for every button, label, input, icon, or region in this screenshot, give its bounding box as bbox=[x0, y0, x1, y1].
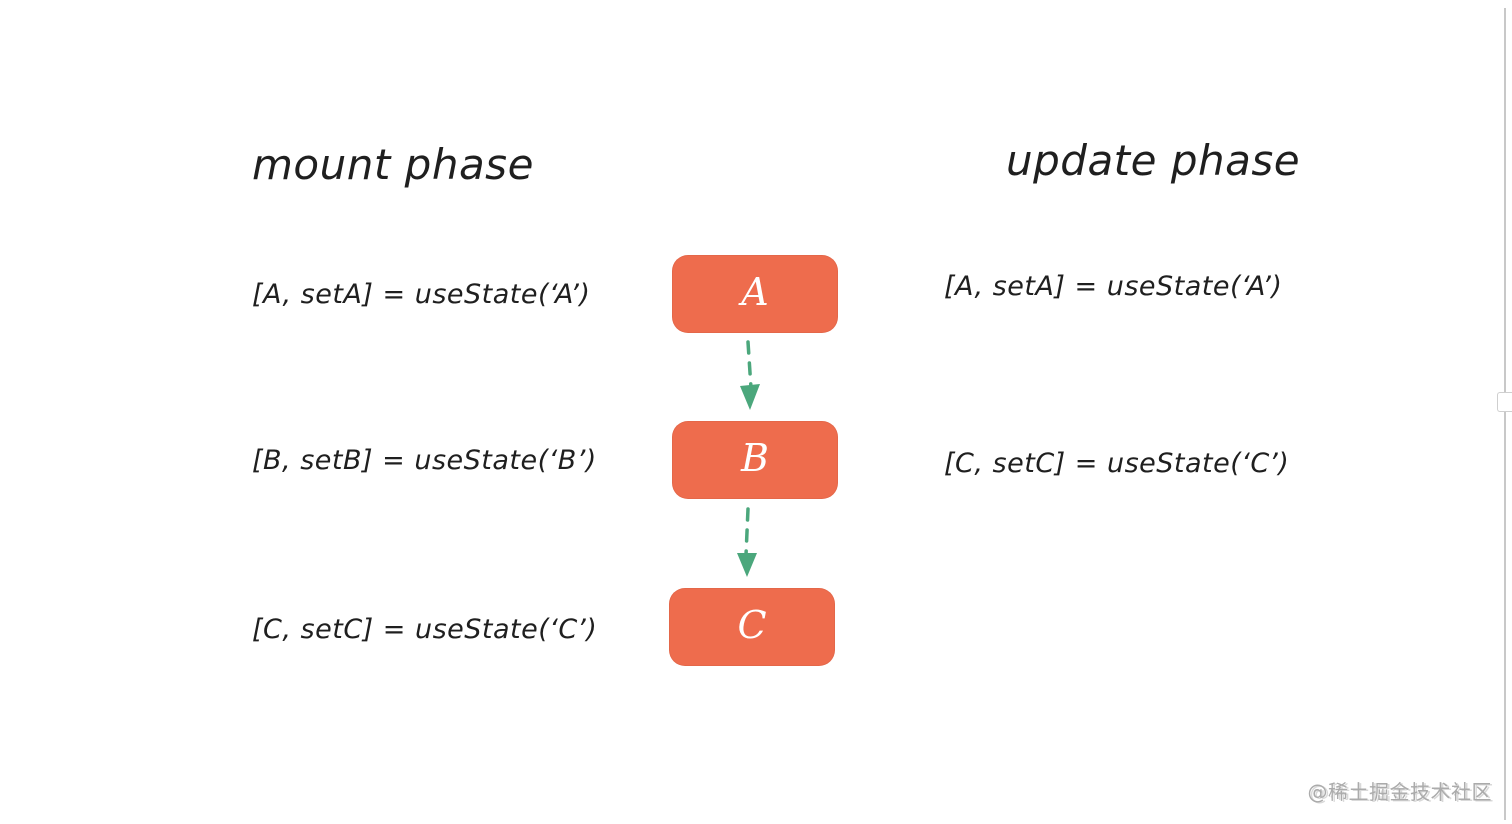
node-box-a: A bbox=[672, 255, 838, 333]
update-phase-line-a: [A, setA] = useState(‘A’) bbox=[944, 271, 1283, 302]
arrow-a-to-b-icon bbox=[740, 340, 760, 410]
panel-collapse-handle[interactable] bbox=[1497, 392, 1512, 412]
node-box-b: B bbox=[672, 421, 838, 499]
node-label-a: A bbox=[741, 270, 769, 314]
node-box-c: C bbox=[669, 588, 835, 666]
mount-phase-title: mount phase bbox=[252, 140, 534, 189]
mount-phase-line-c: [C, setC] = useState(‘C’) bbox=[252, 614, 598, 645]
mount-phase-line-b: [B, setB] = useState(‘B’) bbox=[252, 445, 597, 476]
node-label-c: C bbox=[737, 603, 767, 647]
arrow-b-to-c-line bbox=[744, 507, 750, 557]
right-edge-divider bbox=[1504, 8, 1506, 820]
arrow-a-to-b-head bbox=[740, 384, 760, 410]
update-phase-line-c: [C, setC] = useState(‘C’) bbox=[944, 448, 1290, 479]
arrow-b-to-c-head bbox=[737, 553, 757, 577]
watermark: @稀土掘金技术社区 bbox=[1307, 780, 1492, 804]
node-label-b: B bbox=[741, 436, 769, 480]
update-phase-title: update phase bbox=[1006, 136, 1301, 185]
arrow-a-to-b-line bbox=[746, 340, 753, 390]
arrow-b-to-c-icon bbox=[737, 507, 757, 577]
mount-phase-line-a: [A, setA] = useState(‘A’) bbox=[252, 279, 591, 310]
